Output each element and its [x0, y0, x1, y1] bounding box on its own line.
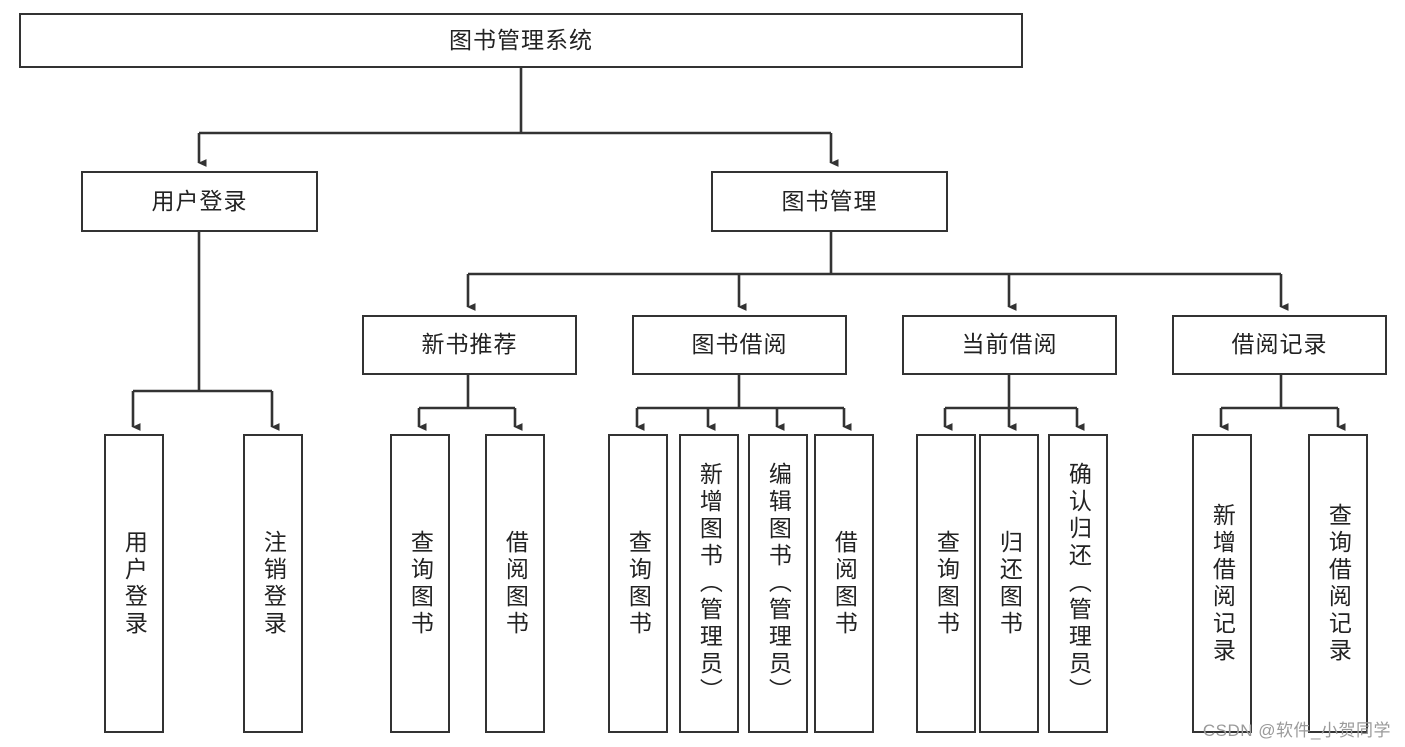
node-borrow-record[interactable]: 借阅记录: [1172, 315, 1387, 375]
node-book-borrow-label: 图书借阅: [691, 331, 788, 358]
node-leaf-user-login-label: 用户登录: [121, 529, 148, 638]
node-leaf-query-borrow-record-label: 查询借阅记录: [1325, 502, 1352, 665]
node-leaf-user-login[interactable]: 用户登录: [104, 434, 164, 733]
node-leaf-confirm-return-admin-label: 确认归还（管理员）: [1065, 462, 1092, 705]
node-user-login-label: 用户登录: [151, 187, 248, 214]
csdn-watermark: CSDN @软件_小贺同学: [1202, 721, 1391, 740]
node-borrow-record-label: 借阅记录: [1231, 331, 1328, 358]
node-current-borrow-label: 当前借阅: [961, 331, 1058, 358]
node-leaf-borrow-book-2-label: 借阅图书: [831, 529, 858, 638]
node-leaf-borrow-book-1-label: 借阅图书: [502, 529, 529, 638]
node-leaf-query-book-3[interactable]: 查询图书: [916, 434, 976, 733]
node-root-system[interactable]: 图书管理系统: [19, 13, 1023, 68]
node-leaf-add-borrow-record-label: 新增借阅记录: [1209, 502, 1236, 665]
node-book-borrow[interactable]: 图书借阅: [632, 315, 847, 375]
node-leaf-add-borrow-record[interactable]: 新增借阅记录: [1192, 434, 1252, 733]
node-leaf-query-book-3-label: 查询图书: [933, 529, 960, 638]
node-new-book-recommend[interactable]: 新书推荐: [362, 315, 577, 375]
node-leaf-query-borrow-record[interactable]: 查询借阅记录: [1308, 434, 1368, 733]
node-leaf-add-book-admin-label: 新增图书（管理员）: [696, 462, 723, 705]
node-leaf-confirm-return-admin[interactable]: 确认归还（管理员）: [1048, 434, 1108, 733]
node-leaf-query-book-1-label: 查询图书: [407, 529, 434, 638]
node-leaf-add-book-admin[interactable]: 新增图书（管理员）: [679, 434, 739, 733]
node-leaf-query-book-2[interactable]: 查询图书: [608, 434, 668, 733]
node-leaf-edit-book-admin[interactable]: 编辑图书（管理员）: [748, 434, 808, 733]
node-book-manage-label: 图书管理: [781, 187, 878, 214]
node-leaf-borrow-book-1[interactable]: 借阅图书: [485, 434, 545, 733]
node-leaf-borrow-book-2[interactable]: 借阅图书: [814, 434, 874, 733]
node-root-system-label: 图书管理系统: [449, 26, 593, 53]
node-leaf-logout[interactable]: 注销登录: [243, 434, 303, 733]
node-leaf-return-book[interactable]: 归还图书: [979, 434, 1039, 733]
node-leaf-query-book-1[interactable]: 查询图书: [390, 434, 450, 733]
node-leaf-edit-book-admin-label: 编辑图书（管理员）: [765, 462, 792, 705]
node-book-manage[interactable]: 图书管理: [711, 171, 948, 232]
node-current-borrow[interactable]: 当前借阅: [902, 315, 1117, 375]
node-leaf-return-book-label: 归还图书: [996, 529, 1023, 638]
node-new-book-recommend-label: 新书推荐: [421, 331, 518, 358]
node-leaf-logout-label: 注销登录: [260, 529, 287, 638]
node-user-login[interactable]: 用户登录: [81, 171, 318, 232]
node-leaf-query-book-2-label: 查询图书: [625, 529, 652, 638]
